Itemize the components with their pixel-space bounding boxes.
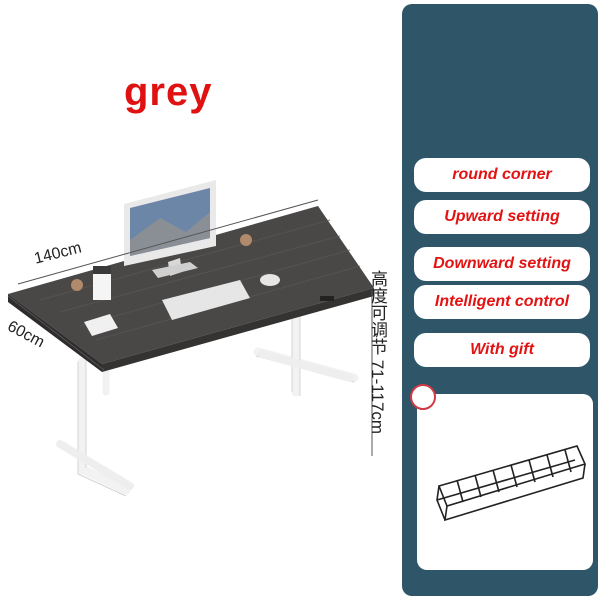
monitor [124,180,216,278]
feature-downward-setting: Downward setting [414,247,590,281]
gift-card [417,394,593,570]
keyboard [162,280,250,320]
gift-indicator-dot [410,384,436,410]
desktop-edge-front [102,288,374,372]
feature-panel: round corner Upward setting Downward set… [402,4,598,596]
desk-foot-right [258,350,354,382]
feature-round-corner: round corner [414,158,590,192]
tablet [84,314,118,336]
height-controller [320,296,334,301]
cable-grommet-left [71,279,83,291]
feature-upward-setting: Upward setting [414,200,590,234]
cable-tray-gift [436,445,587,522]
color-title: grey [124,70,213,114]
coffee-cup [93,266,111,300]
cable-grommet-right [240,234,252,246]
feature-intelligent-control: Intelligent control [414,285,590,319]
mouse [260,274,280,286]
height-label: 高度可调节 71-117cm [368,270,387,435]
dimension-lines [7,199,373,456]
feature-with-gift: With gift [414,333,590,367]
desk-illustration [7,180,374,497]
desk-foot-left [56,440,134,490]
